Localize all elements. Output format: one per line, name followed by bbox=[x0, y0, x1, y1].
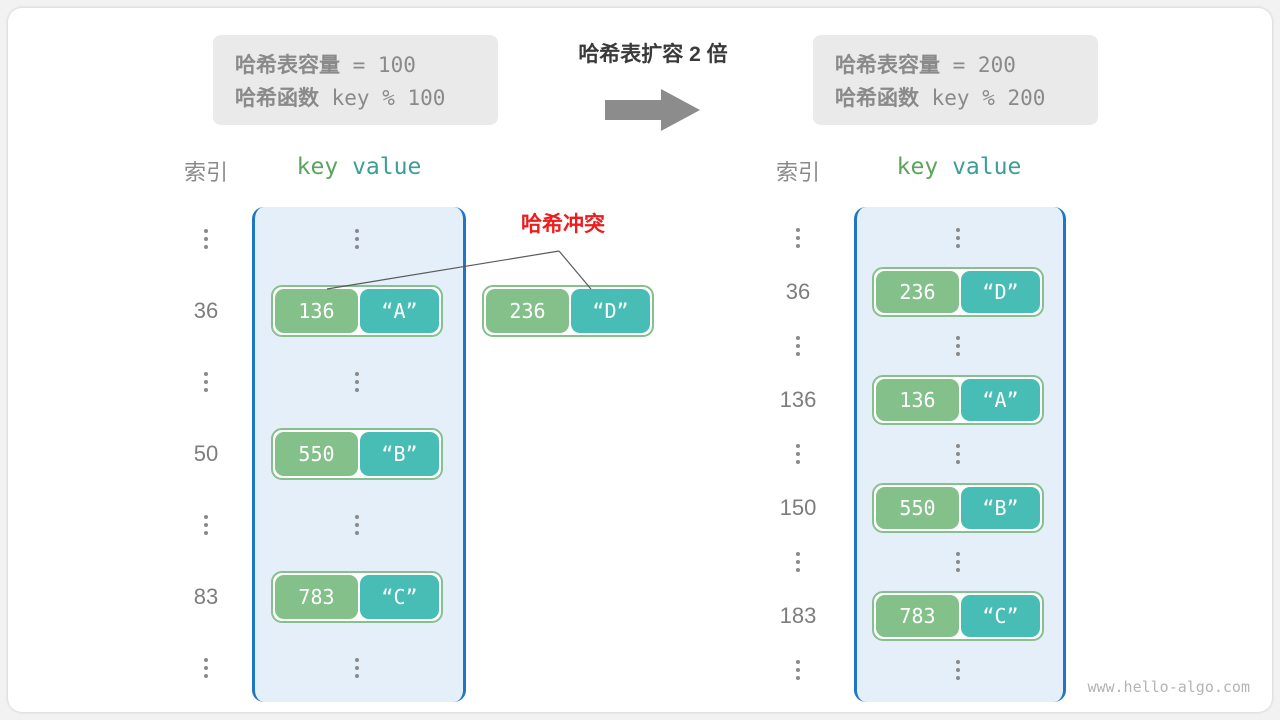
bucket-ellipsis bbox=[355, 515, 359, 535]
pair-key: 783 bbox=[876, 595, 959, 637]
right-index-header: 索引 bbox=[775, 160, 820, 185]
pair-key: 136 bbox=[876, 379, 959, 421]
index-ellipsis bbox=[796, 552, 800, 572]
function-label-after: 哈希函数 bbox=[835, 87, 919, 110]
bucket-ellipsis bbox=[355, 229, 359, 249]
index-ellipsis bbox=[204, 372, 208, 392]
bucket-ellipsis bbox=[956, 444, 960, 464]
bucket-ellipsis bbox=[956, 336, 960, 356]
capacity-line-before: 哈希表容量 = 100 bbox=[235, 49, 476, 82]
pair-key: 236 bbox=[876, 271, 959, 313]
colliding-pair-value: “D” bbox=[570, 289, 650, 333]
function-value-before: key % 100 bbox=[319, 86, 446, 110]
collision-label: 哈希冲突 bbox=[521, 213, 605, 236]
key-value-pair: 236“D” bbox=[872, 267, 1044, 317]
right-value-header: value bbox=[952, 154, 1022, 180]
bucket-ellipsis bbox=[956, 228, 960, 248]
right-key-header: key bbox=[896, 154, 939, 180]
key-value-pair: 136“A” bbox=[271, 284, 443, 337]
watermark: www.hello-algo.com bbox=[1087, 678, 1250, 696]
bucket-ellipsis bbox=[956, 552, 960, 572]
function-line-after: 哈希函数 key % 200 bbox=[835, 82, 1076, 115]
left-key-header: key bbox=[296, 154, 339, 180]
key-value-pair: 783“C” bbox=[872, 591, 1044, 641]
pair-value: “C” bbox=[960, 595, 1040, 637]
left-index-header: 索引 bbox=[183, 160, 228, 185]
index-ellipsis bbox=[204, 229, 208, 249]
index-label: 36 bbox=[193, 297, 219, 323]
key-value-pair: 550“B” bbox=[872, 483, 1044, 533]
index-label: 183 bbox=[779, 603, 817, 628]
index-ellipsis bbox=[204, 658, 208, 678]
right-arrow-icon bbox=[605, 89, 700, 131]
diagram-card: 哈希表容量 = 100 哈希函数 key % 100 哈希表扩容 2 倍 哈希表… bbox=[8, 8, 1272, 712]
key-value-pair: 783“C” bbox=[271, 570, 443, 623]
index-label: 50 bbox=[193, 440, 219, 466]
expand-title: 哈希表扩容 2 倍 bbox=[578, 43, 728, 66]
pair-key: 550 bbox=[275, 431, 358, 476]
function-label-before: 哈希函数 bbox=[235, 87, 319, 110]
info-box-after: 哈希表容量 = 200 哈希函数 key % 200 bbox=[813, 35, 1098, 125]
index-ellipsis bbox=[796, 660, 800, 680]
key-value-pair: 136“A” bbox=[872, 375, 1044, 425]
pair-value: “C” bbox=[359, 574, 439, 619]
key-value-pair: 550“B” bbox=[271, 427, 443, 480]
capacity-value-after: = 200 bbox=[940, 53, 1016, 77]
colliding-pair: 236 “D” bbox=[482, 285, 654, 337]
index-label: 136 bbox=[779, 387, 817, 412]
index-ellipsis bbox=[204, 515, 208, 535]
pair-key: 136 bbox=[275, 288, 358, 333]
capacity-label-before: 哈希表容量 bbox=[235, 54, 340, 77]
info-box-before: 哈希表容量 = 100 哈希函数 key % 100 bbox=[213, 35, 498, 125]
pair-key: 783 bbox=[275, 574, 358, 619]
bucket-ellipsis bbox=[355, 658, 359, 678]
right-kv-header: key value bbox=[854, 154, 1064, 180]
index-label: 83 bbox=[193, 583, 219, 609]
bucket-ellipsis bbox=[956, 660, 960, 680]
capacity-label-after: 哈希表容量 bbox=[835, 54, 940, 77]
colliding-pair-key: 236 bbox=[486, 289, 569, 333]
pair-value: “B” bbox=[960, 487, 1040, 529]
pair-value: “B” bbox=[359, 431, 439, 476]
function-line-before: 哈希函数 key % 100 bbox=[235, 82, 476, 115]
function-value-after: key % 200 bbox=[919, 86, 1046, 110]
index-label: 36 bbox=[785, 279, 811, 304]
index-ellipsis bbox=[796, 228, 800, 248]
index-ellipsis bbox=[796, 444, 800, 464]
index-ellipsis bbox=[796, 336, 800, 356]
left-value-header: value bbox=[352, 154, 422, 180]
capacity-value-before: = 100 bbox=[340, 53, 416, 77]
pair-value: “A” bbox=[359, 288, 439, 333]
pair-value: “A” bbox=[960, 379, 1040, 421]
bucket-ellipsis bbox=[355, 372, 359, 392]
pair-key: 550 bbox=[876, 487, 959, 529]
index-label: 150 bbox=[779, 495, 817, 520]
pair-value: “D” bbox=[960, 271, 1040, 313]
capacity-line-after: 哈希表容量 = 200 bbox=[835, 49, 1076, 82]
left-kv-header: key value bbox=[254, 154, 464, 180]
